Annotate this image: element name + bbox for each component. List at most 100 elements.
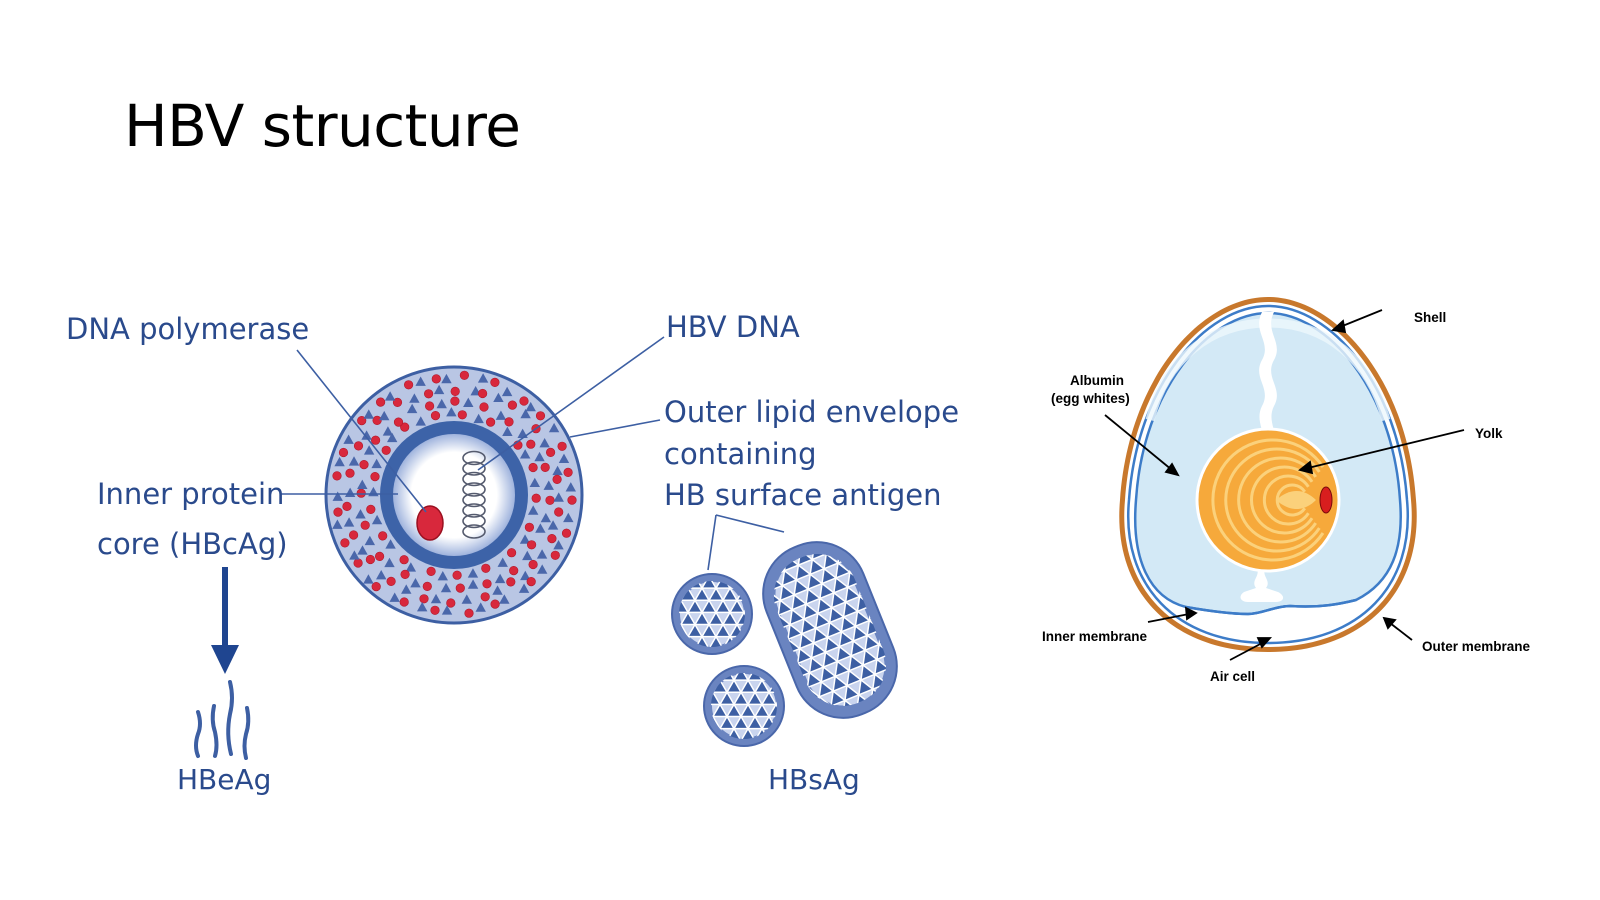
envelope-triangle xyxy=(493,392,504,403)
dna-polymerase-marker xyxy=(416,505,444,541)
hbeag-release-arrow xyxy=(211,567,239,674)
label-inner-core-1: Inner protein xyxy=(97,477,284,511)
envelope-triangle xyxy=(332,491,343,501)
envelope-triangle xyxy=(528,505,539,515)
slide-title: HBV structure xyxy=(124,92,521,160)
envelope-dot xyxy=(419,594,429,604)
hbv-dna-helix xyxy=(462,450,486,539)
envelope-triangle xyxy=(475,602,486,612)
label-inner-membrane: Inner membrane xyxy=(1042,629,1148,644)
envelope-triangle xyxy=(364,535,376,546)
envelope-triangle xyxy=(497,557,508,567)
envelope-dot xyxy=(353,558,363,568)
envelope-triangle xyxy=(441,605,453,615)
envelope-dot xyxy=(353,441,364,451)
envelope-dot xyxy=(386,576,396,587)
envelope-dot xyxy=(545,495,555,505)
envelope-dot xyxy=(359,460,369,470)
envelope-triangle xyxy=(405,562,417,572)
envelope-dot xyxy=(481,563,491,573)
envelope-dot xyxy=(535,411,546,421)
envelope-triangle xyxy=(492,585,503,595)
envelope-triangle xyxy=(473,413,484,424)
envelope-triangle xyxy=(553,540,564,550)
envelope-dot xyxy=(404,380,414,390)
label-hbeag: HBeAg xyxy=(177,763,271,796)
egg-germinal-disc xyxy=(1319,486,1333,514)
envelope-dot xyxy=(452,570,462,580)
envelope-triangle xyxy=(441,373,452,384)
envelope-dot xyxy=(540,462,550,473)
leader-outer-envelope xyxy=(569,419,661,438)
envelope-triangle xyxy=(536,549,548,559)
envelope-triangle xyxy=(415,416,426,426)
envelope-triangle xyxy=(363,409,374,419)
envelope-dot xyxy=(376,397,386,407)
envelope-dot xyxy=(567,495,577,505)
envelope-dot xyxy=(430,411,441,421)
envelope-dot xyxy=(372,415,382,426)
envelope-triangle xyxy=(565,482,576,492)
envelope-triangle xyxy=(440,582,452,593)
envelope-triangle xyxy=(463,397,474,407)
envelope-dot xyxy=(365,554,376,565)
envelope-triangle xyxy=(558,453,570,464)
envelope-dot xyxy=(480,592,490,602)
envelope-dot xyxy=(557,441,567,451)
envelope-dot xyxy=(504,417,514,427)
envelope-dot xyxy=(345,468,355,478)
envelope-triangle xyxy=(548,422,560,433)
label-outer-membrane: Outer membrane xyxy=(1422,639,1531,654)
envelope-triangle xyxy=(376,570,387,580)
envelope-dot xyxy=(509,565,519,576)
envelope-dot xyxy=(400,422,410,432)
envelope-dot xyxy=(457,410,467,420)
label-inner-core-2: core (HBcAg) xyxy=(97,527,288,561)
envelope-dot xyxy=(552,474,562,485)
hbeag-fragments xyxy=(194,680,251,760)
envelope-triangle xyxy=(467,579,479,589)
label-air-cell: Air cell xyxy=(1210,669,1255,684)
envelope-triangle xyxy=(334,456,345,467)
envelope-triangle xyxy=(547,520,559,530)
arrow-inner-membrane xyxy=(1147,613,1190,623)
yolk-rings xyxy=(1211,438,1325,562)
envelope-dot xyxy=(526,540,537,550)
envelope-dot xyxy=(342,501,352,512)
envelope-particles xyxy=(332,370,577,618)
envelope-triangle xyxy=(529,477,540,488)
envelope-dot xyxy=(392,397,403,408)
envelope-dot xyxy=(531,493,541,503)
envelope-triangle xyxy=(461,594,472,604)
envelope-triangle xyxy=(382,426,394,436)
leader-hbv-dna xyxy=(477,336,665,471)
envelope-dot xyxy=(490,599,500,609)
envelope-triangle xyxy=(384,391,396,401)
envelope-triangle xyxy=(499,594,510,604)
envelope-triangle xyxy=(525,401,536,412)
envelope-triangle xyxy=(406,403,418,414)
envelope-dot xyxy=(479,402,489,412)
envelope-triangle xyxy=(534,451,545,462)
envelope-triangle xyxy=(355,509,366,519)
envelope-dot xyxy=(519,396,529,406)
envelope-triangle xyxy=(371,514,383,525)
envelope-triangle xyxy=(363,445,375,455)
envelope-dot xyxy=(332,471,342,481)
arrow-yolk xyxy=(1307,429,1465,469)
hbv-virion xyxy=(280,336,665,625)
envelope-triangle xyxy=(520,570,531,581)
envelope-dot xyxy=(554,507,564,517)
label-albumin-2: (egg whites) xyxy=(1051,391,1130,406)
envelope-triangle xyxy=(386,432,398,443)
envelope-triangle xyxy=(518,583,530,593)
label-outer-envelope-1: Outer lipid envelope xyxy=(664,395,959,429)
envelope-triangle xyxy=(553,492,564,502)
envelope-dot xyxy=(424,389,434,399)
envelope-triangle xyxy=(361,430,372,440)
label-albumin-1: Albumin xyxy=(1070,373,1124,388)
envelope-triangle xyxy=(437,570,448,581)
envelope-triangle xyxy=(467,568,479,578)
envelope-triangle xyxy=(409,393,420,403)
envelope-triangle xyxy=(543,480,554,490)
